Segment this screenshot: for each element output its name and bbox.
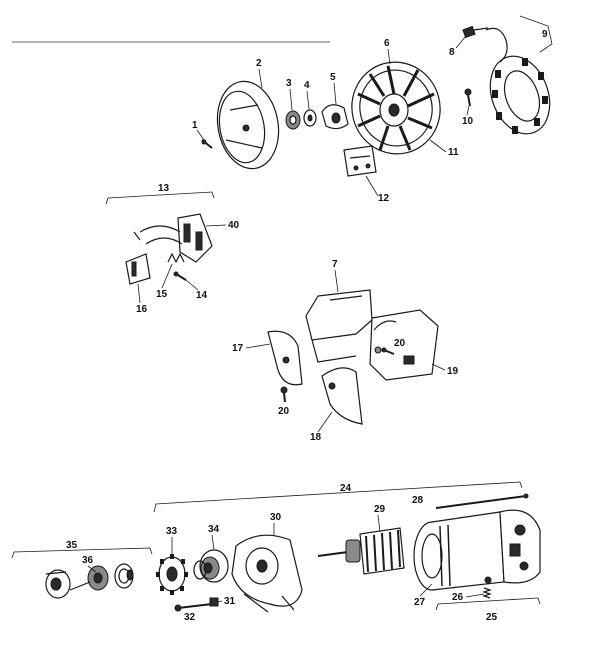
label-27: 27: [414, 597, 426, 608]
part-17-shield: [267, 330, 303, 386]
label-32: 32: [184, 612, 196, 623]
label-13-top: 13: [158, 183, 170, 194]
part-2-flywheel: [216, 80, 280, 170]
part-19-cover: [369, 309, 439, 381]
label-9: 9: [542, 29, 548, 40]
part-20-screw-lower: [280, 386, 288, 403]
bracket-13: [105, 191, 215, 205]
label-40: 40: [228, 220, 240, 231]
label-3: 3: [286, 78, 292, 89]
part-35-clutch: [45, 563, 134, 599]
label-26: 26: [452, 592, 464, 603]
label-24: 24: [340, 483, 352, 494]
label-20-lower: 20: [278, 406, 290, 417]
part-40-module: [139, 213, 213, 263]
part-16-plate: [125, 231, 151, 285]
part-31-nut: [209, 597, 219, 607]
part-1-pin: [201, 139, 213, 149]
label-4: 4: [304, 80, 310, 91]
part-33-pinion: [156, 554, 188, 595]
label-1: 1: [192, 120, 198, 131]
label-15: 15: [156, 289, 168, 300]
label-2: 2: [256, 58, 262, 69]
label-30: 30: [270, 512, 282, 523]
label-28: 28: [412, 495, 424, 506]
part-34-gear: [193, 549, 229, 583]
part-26-screw: [482, 576, 492, 599]
label-20-upper: 20: [394, 338, 406, 349]
label-33: 33: [166, 526, 178, 537]
label-16: 16: [136, 304, 148, 315]
part-3-nut: [285, 110, 301, 130]
label-36: 36: [82, 555, 94, 566]
part-14-screw: [173, 271, 187, 281]
label-11: 11: [448, 147, 459, 158]
label-14: 14: [196, 290, 208, 301]
bracket-24: [153, 481, 523, 513]
part-4-washer: [303, 109, 317, 127]
part-32-bolt: [174, 603, 213, 612]
part-20-screw-upper: [381, 347, 395, 355]
label-17: 17: [232, 343, 244, 354]
part-10-screw: [464, 88, 472, 107]
part-6-fan: [351, 61, 441, 155]
part-29-armature: [317, 527, 405, 575]
part-15-spring: [167, 252, 185, 264]
part-7-housing: [305, 289, 373, 363]
part-18-shield: [321, 367, 363, 425]
part-30-drive-housing: [231, 534, 303, 613]
part-12-bracket: [343, 145, 377, 177]
part-8-connector: [462, 25, 489, 39]
label-19: 19: [447, 366, 459, 377]
label-35: 35: [66, 540, 78, 551]
part-25-endcap: [499, 509, 541, 584]
label-12: 12: [378, 193, 390, 204]
label-29: 29: [374, 504, 386, 515]
part-28-bolt: [435, 493, 529, 509]
label-18: 18: [310, 432, 322, 443]
label-8: 8: [449, 47, 455, 58]
part-27-frame: [413, 511, 505, 591]
part-5-hub: [321, 104, 349, 130]
label-5: 5: [330, 72, 336, 83]
label-31: 31: [224, 596, 236, 607]
bracket-35: [11, 547, 153, 559]
part-9-stator: [485, 27, 551, 135]
label-25: 25: [486, 612, 498, 623]
label-6: 6: [384, 38, 390, 49]
label-34: 34: [208, 524, 220, 535]
label-10: 10: [462, 116, 474, 127]
bracket-25: [435, 597, 541, 611]
label-7: 7: [332, 259, 338, 270]
